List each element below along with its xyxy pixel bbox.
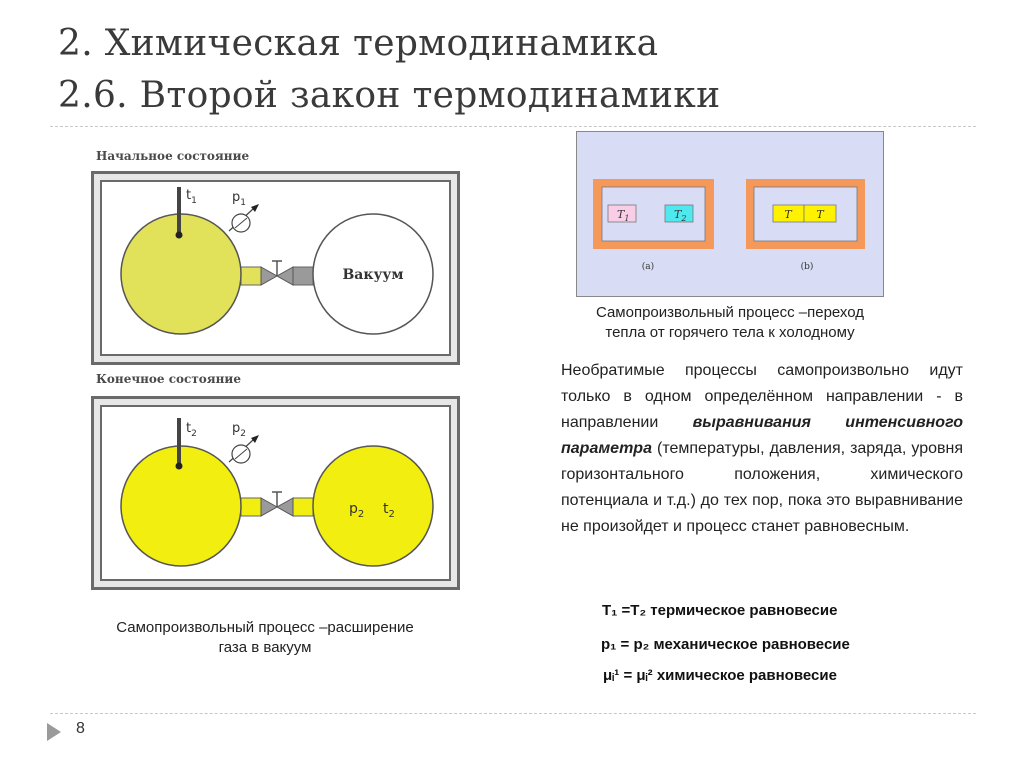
- svg-text:(b): (b): [801, 261, 814, 272]
- svg-text:p2: p2: [349, 501, 364, 520]
- cold-body: [664, 204, 694, 223]
- svg-text:t1: t1: [186, 188, 197, 206]
- pipe-left: [240, 266, 262, 286]
- main-paragraph: Необратимые процессы самопроизвольно иду…: [561, 362, 963, 535]
- triangle-arrow-icon: [47, 723, 61, 741]
- gas-sphere-right: [312, 445, 434, 567]
- right-figure-caption: Самопроизвольный процесс –переход тепла …: [595, 304, 865, 341]
- svg-text:t2: t2: [186, 421, 197, 439]
- svg-text:T: T: [784, 208, 793, 221]
- initial-state-label: Начальное состояние: [96, 149, 250, 163]
- hot-body: [607, 204, 637, 223]
- slide-title-line2: 2.6. Второй закон термодинамики: [58, 75, 721, 116]
- svg-text:T: T: [816, 208, 825, 221]
- thermometer-icon: [177, 187, 181, 233]
- svg-text:p2: p2: [232, 421, 246, 439]
- vacuum-label: Вакуум: [342, 267, 403, 283]
- valve-right: [275, 497, 294, 517]
- svg-text:t2: t2: [383, 501, 395, 520]
- vacuum-sphere: [312, 213, 434, 335]
- final-state-label: Конечное состояние: [96, 372, 241, 386]
- final-state-diagram: p2 t2 t2 p2: [120, 418, 434, 567]
- valve-right: [275, 266, 294, 286]
- slide-title: 2. Химическая термодинамика 2.6. Второй …: [58, 18, 720, 122]
- heat-transfer-diagram: T1 T2 (a) T T (b): [576, 131, 884, 297]
- mechanical-equilibrium: р₁ = р₂ механическое равновесие: [601, 636, 850, 653]
- footer-divider: [50, 713, 976, 714]
- pipe-right: [292, 266, 314, 286]
- thermometer-icon: [177, 418, 181, 464]
- svg-text:T2: T2: [674, 208, 686, 223]
- slide-title-line1: 2. Химическая термодинамика: [58, 23, 659, 64]
- svg-text:p1: p1: [232, 190, 246, 208]
- valve-left: [260, 266, 279, 286]
- chemical-equilibrium: μᵢ¹ = μᵢ² химическое равновесие: [603, 667, 837, 684]
- page-number: 8: [76, 720, 85, 737]
- left-figure-caption: Самопроизвольный процесс –расширение газ…: [116, 619, 414, 656]
- svg-text:T1: T1: [617, 208, 629, 223]
- valve-left: [260, 497, 279, 517]
- thermal-equilibrium: Т₁ =Т₂ термическое равновесие: [602, 602, 838, 619]
- svg-text:(a): (a): [642, 261, 654, 272]
- initial-state-diagram: Вакуум t1 p1: [120, 187, 434, 335]
- header-divider: [50, 126, 976, 127]
